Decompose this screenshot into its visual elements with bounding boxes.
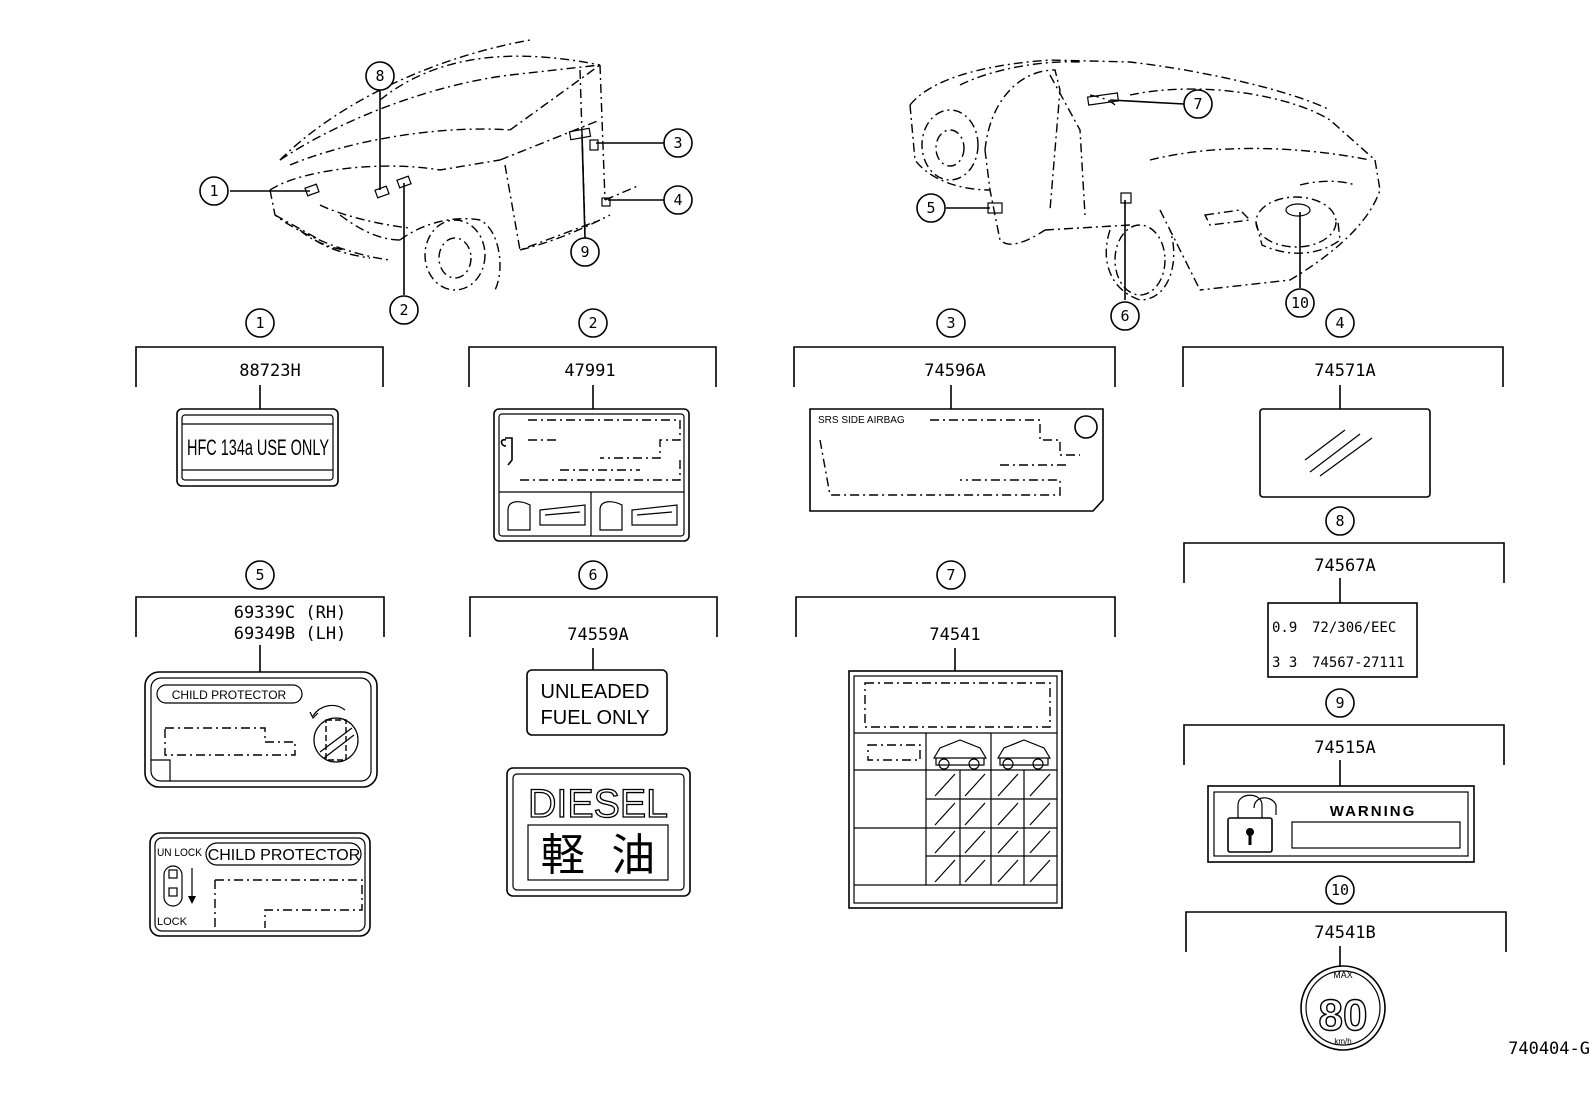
svg-text:6: 6 bbox=[1120, 307, 1129, 325]
part-10-number: 74541B bbox=[1314, 923, 1375, 943]
part-1-label-text: HFC 134a USE ONLY bbox=[187, 435, 329, 460]
svg-text:10: 10 bbox=[1331, 881, 1349, 899]
part-2-number: 47991 bbox=[564, 361, 615, 381]
part-5-callout: 5 bbox=[245, 560, 275, 590]
car-callout-7: 7 bbox=[1183, 89, 1213, 119]
part-8: 8 74567A 0.9 72/306/EEC 3 3 74567-27111 bbox=[1183, 506, 1505, 678]
part-9: 9 74515A WARNING bbox=[1183, 688, 1505, 863]
car-callout-10: 10 bbox=[1285, 288, 1315, 318]
part-1-number: 88723H bbox=[239, 361, 300, 381]
svg-text:4: 4 bbox=[1335, 314, 1344, 332]
svg-text:5: 5 bbox=[926, 199, 935, 217]
part-8-row2-right: 74567-27111 bbox=[1312, 655, 1405, 671]
part-10: 10 74541B MAX 80 km/h bbox=[1185, 875, 1507, 1051]
part-5-label-b-unlock: UN LOCK bbox=[157, 847, 203, 859]
svg-text:6: 6 bbox=[588, 566, 597, 584]
svg-text:3: 3 bbox=[673, 134, 682, 152]
part-4: 4 74571A bbox=[1182, 308, 1504, 498]
car-callout-3: 3 bbox=[663, 128, 693, 158]
part-9-callout: 9 bbox=[1325, 688, 1355, 718]
rear-car-leaders bbox=[946, 99, 1301, 300]
drawing-code: 740404-G bbox=[1508, 1039, 1590, 1059]
part-5-label-b-title: CHILD PROTECTOR bbox=[208, 847, 361, 864]
svg-text:2: 2 bbox=[399, 301, 408, 319]
svg-text:8: 8 bbox=[375, 67, 384, 85]
part-6-label-line2: FUEL ONLY bbox=[541, 707, 650, 729]
car-callout-9: 9 bbox=[570, 237, 600, 267]
rear-car-illustration bbox=[909, 59, 1381, 301]
svg-text:3: 3 bbox=[946, 314, 955, 332]
part-1-callout: 1 bbox=[245, 308, 275, 338]
part-9-label-text: WARNING bbox=[1330, 803, 1417, 820]
part-6-diesel-kanji: 軽 油 bbox=[541, 830, 656, 881]
svg-text:8: 8 bbox=[1335, 512, 1344, 530]
part-3-number: 74596A bbox=[924, 361, 985, 381]
part-5-number-lh: 69349B (LH) bbox=[234, 624, 347, 644]
svg-text:1: 1 bbox=[255, 314, 264, 332]
part-10-callout: 10 bbox=[1325, 875, 1355, 905]
part-7-callout: 7 bbox=[936, 560, 966, 590]
part-5-number-rh: 69339C (RH) bbox=[234, 603, 347, 623]
part-4-number: 74571A bbox=[1314, 361, 1375, 381]
part-6-diesel-text: DIESEL bbox=[528, 782, 668, 826]
part-8-row2-left: 3 3 bbox=[1272, 655, 1297, 671]
part-7-number: 74541 bbox=[929, 625, 980, 645]
part-9-number: 74515A bbox=[1314, 738, 1375, 758]
part-8-number: 74567A bbox=[1314, 556, 1375, 576]
part-8-callout: 8 bbox=[1325, 506, 1355, 536]
car-callout-8: 8 bbox=[365, 61, 395, 91]
part-3-callout: 3 bbox=[936, 308, 966, 338]
part-5-label-a-title: CHILD PROTECTOR bbox=[172, 688, 287, 702]
svg-text:9: 9 bbox=[580, 243, 589, 261]
part-6-number: 74559A bbox=[567, 625, 628, 645]
svg-text:5: 5 bbox=[255, 566, 264, 584]
part-10-max-text: MAX bbox=[1333, 970, 1353, 980]
svg-text:2: 2 bbox=[588, 314, 597, 332]
car-callout-4: 4 bbox=[663, 185, 693, 215]
part-3-label-text: SRS SIDE AIRBAG bbox=[818, 415, 905, 426]
part-5-label-b-lock: LOCK bbox=[157, 916, 188, 928]
part-7: 7 74541 bbox=[795, 560, 1116, 909]
part-8-row1-left: 0.9 bbox=[1272, 620, 1297, 636]
part-2-callout: 2 bbox=[578, 308, 608, 338]
car-callout-1: 1 bbox=[199, 176, 229, 206]
part-10-unit: km/h bbox=[1334, 1037, 1351, 1046]
svg-text:9: 9 bbox=[1335, 694, 1344, 712]
part-6-callout: 6 bbox=[578, 560, 608, 590]
svg-text:7: 7 bbox=[1193, 95, 1202, 113]
part-1: 1 88723H HFC 134a USE ONLY bbox=[135, 308, 384, 487]
part-3: 3 74596A SRS SIDE AIRBAG bbox=[793, 308, 1116, 512]
car-callout-5: 5 bbox=[916, 193, 946, 223]
part-8-row1-right: 72/306/EEC bbox=[1312, 620, 1396, 636]
part-2: 2 47991 bbox=[468, 308, 717, 542]
front-car-leaders bbox=[230, 90, 664, 295]
svg-text:10: 10 bbox=[1291, 294, 1309, 312]
part-5: 5 69339C (RH) 69349B (LH) CHILD PROTECTO… bbox=[135, 560, 385, 937]
part-4-callout: 4 bbox=[1325, 308, 1355, 338]
part-6-label-line1: UNLEADED bbox=[541, 681, 650, 703]
svg-text:7: 7 bbox=[946, 566, 955, 584]
svg-text:4: 4 bbox=[673, 191, 682, 209]
svg-text:1: 1 bbox=[209, 182, 218, 200]
car-callout-6: 6 bbox=[1110, 301, 1140, 331]
part-10-speed: 80 bbox=[1319, 991, 1368, 1040]
car-callout-2: 2 bbox=[389, 295, 419, 325]
part-6: 6 74559A UNLEADED FUEL ONLY DIESEL 軽 油 bbox=[469, 560, 718, 897]
